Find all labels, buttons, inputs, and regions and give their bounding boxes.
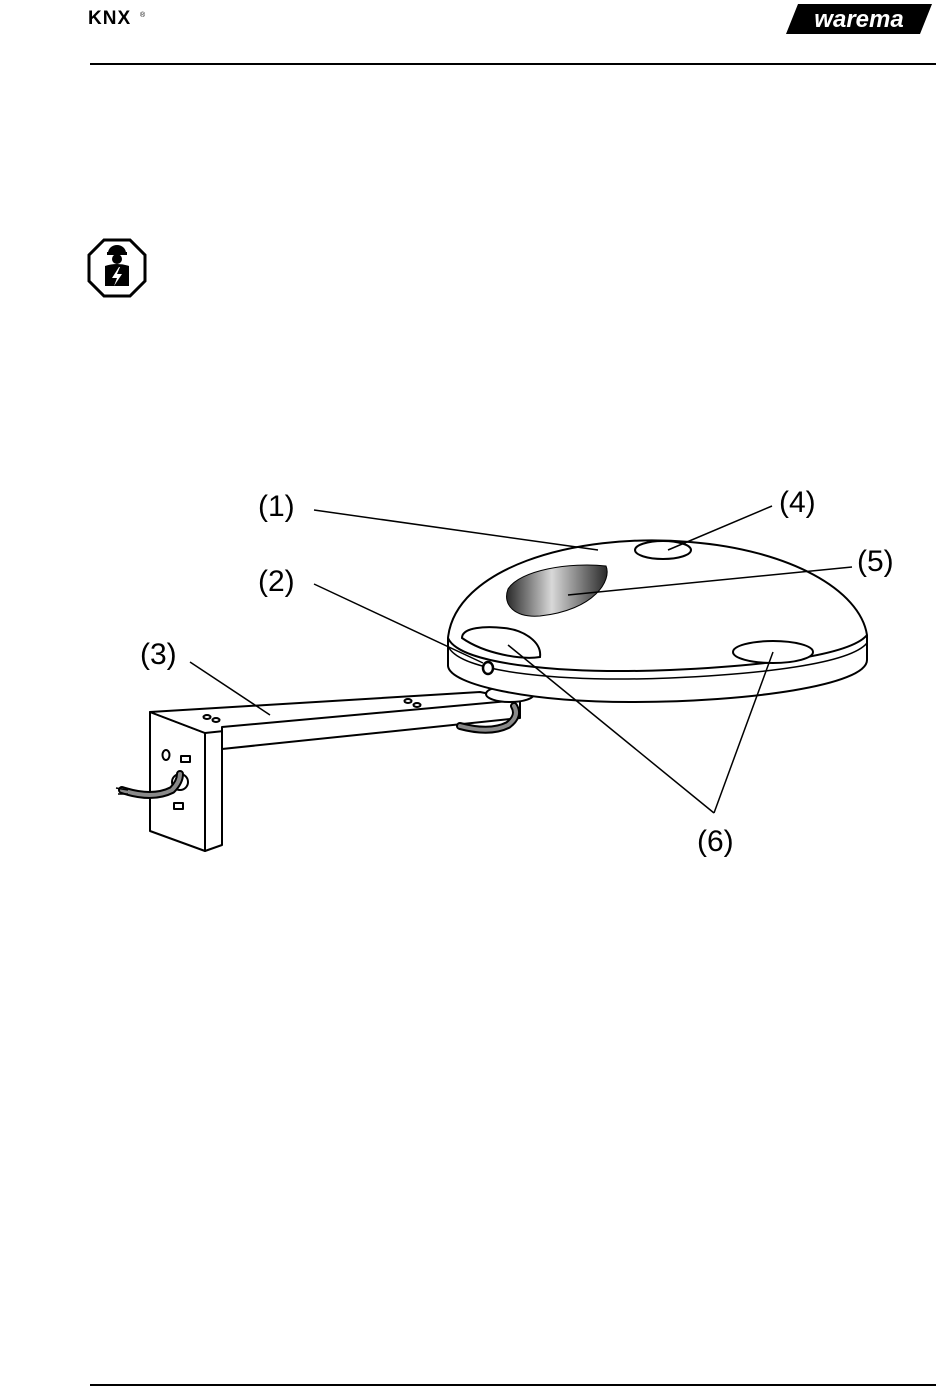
header-divider <box>90 63 936 65</box>
mounting-bracket <box>150 692 520 851</box>
callout-1: (1) <box>258 490 295 523</box>
knx-logo-text: KNX <box>88 8 131 29</box>
callout-3: (3) <box>140 638 177 671</box>
housing <box>448 540 867 702</box>
registered-mark: ® <box>140 12 145 19</box>
callout-6: (6) <box>697 825 734 858</box>
qualified-electrician-icon <box>87 238 147 298</box>
footer-divider <box>90 1384 936 1386</box>
warema-logo: warema <box>786 2 932 36</box>
callout-5: (5) <box>857 545 894 578</box>
housing-button <box>483 662 493 674</box>
device-illustration: (1) (2) (3) (4) (5) (6) <box>110 470 920 870</box>
warema-logo-text: warema <box>814 6 903 33</box>
knx-logo: KNX ® <box>88 8 148 38</box>
callout-4: (4) <box>779 486 816 519</box>
callout-2: (2) <box>258 565 295 598</box>
